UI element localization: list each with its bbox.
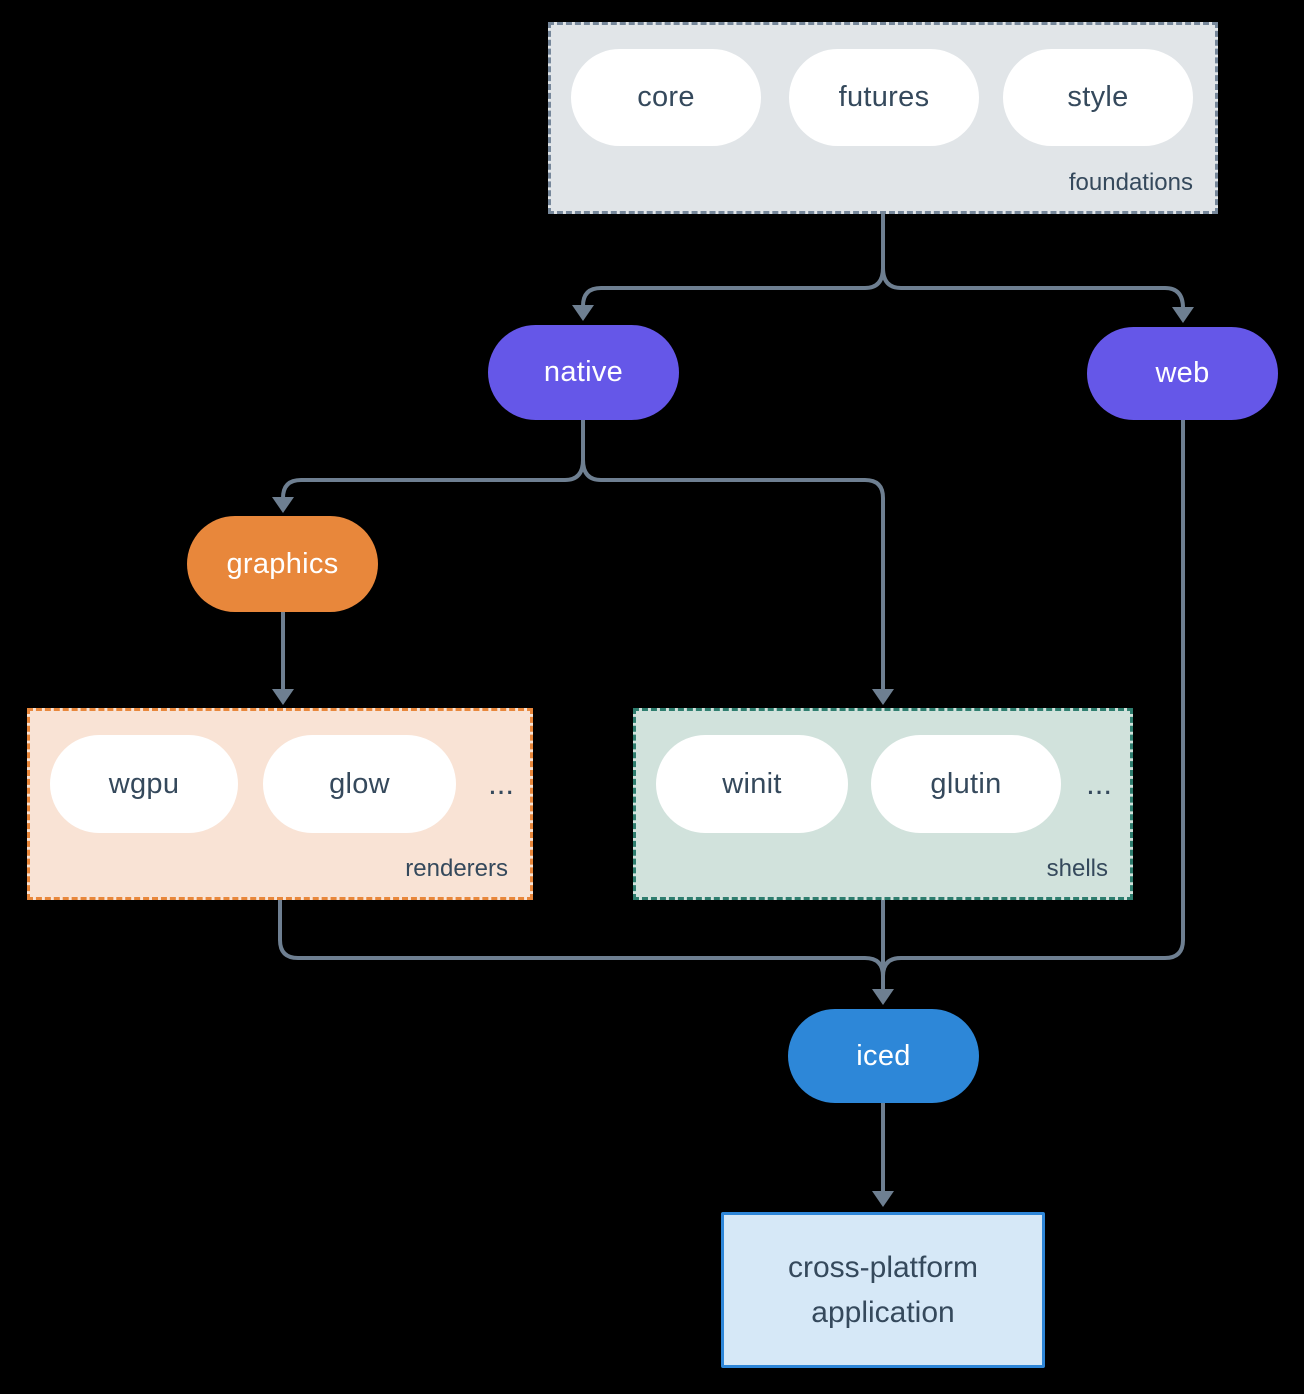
group-renderers: wgpu glow ... renderers [27,708,533,900]
arrowhead-native [572,305,594,321]
node-native: native [488,325,679,420]
arrowhead-shells [872,689,894,705]
arrowhead-renderers [272,689,294,705]
node-web: web [1087,327,1278,420]
arrowhead-web [1172,307,1194,323]
group-shells: winit glutin ... shells [633,708,1133,900]
node-wgpu: wgpu [50,735,238,833]
edge-native-shells [581,459,885,689]
node-application: cross-platform application [721,1212,1045,1368]
arrowhead-iced [872,989,894,1005]
shells-ellipsis: ... [1086,766,1112,801]
edge-web-iced [881,420,1185,977]
node-glutin: glutin [871,735,1061,833]
node-graphics: graphics [187,516,378,612]
node-style: style [1003,49,1193,146]
edge-foundations-native [581,267,885,307]
edge-native-graphics [281,459,585,499]
group-foundations-label: foundations [1068,169,1193,196]
group-renderers-label: renderers [405,855,508,882]
group-foundations: core futures style foundations [548,22,1218,214]
node-futures: futures [789,49,979,146]
arrowhead-graphics [272,497,294,513]
group-shells-label: shells [1046,855,1108,882]
edge-renderers-iced [278,900,885,977]
node-core: core [571,49,761,146]
edge-foundations-web [881,267,1185,309]
node-iced: iced [788,1009,979,1103]
renderers-ellipsis: ... [488,766,514,801]
node-winit: winit [656,735,848,833]
node-glow: glow [263,735,456,833]
arrowhead-application [872,1191,894,1207]
